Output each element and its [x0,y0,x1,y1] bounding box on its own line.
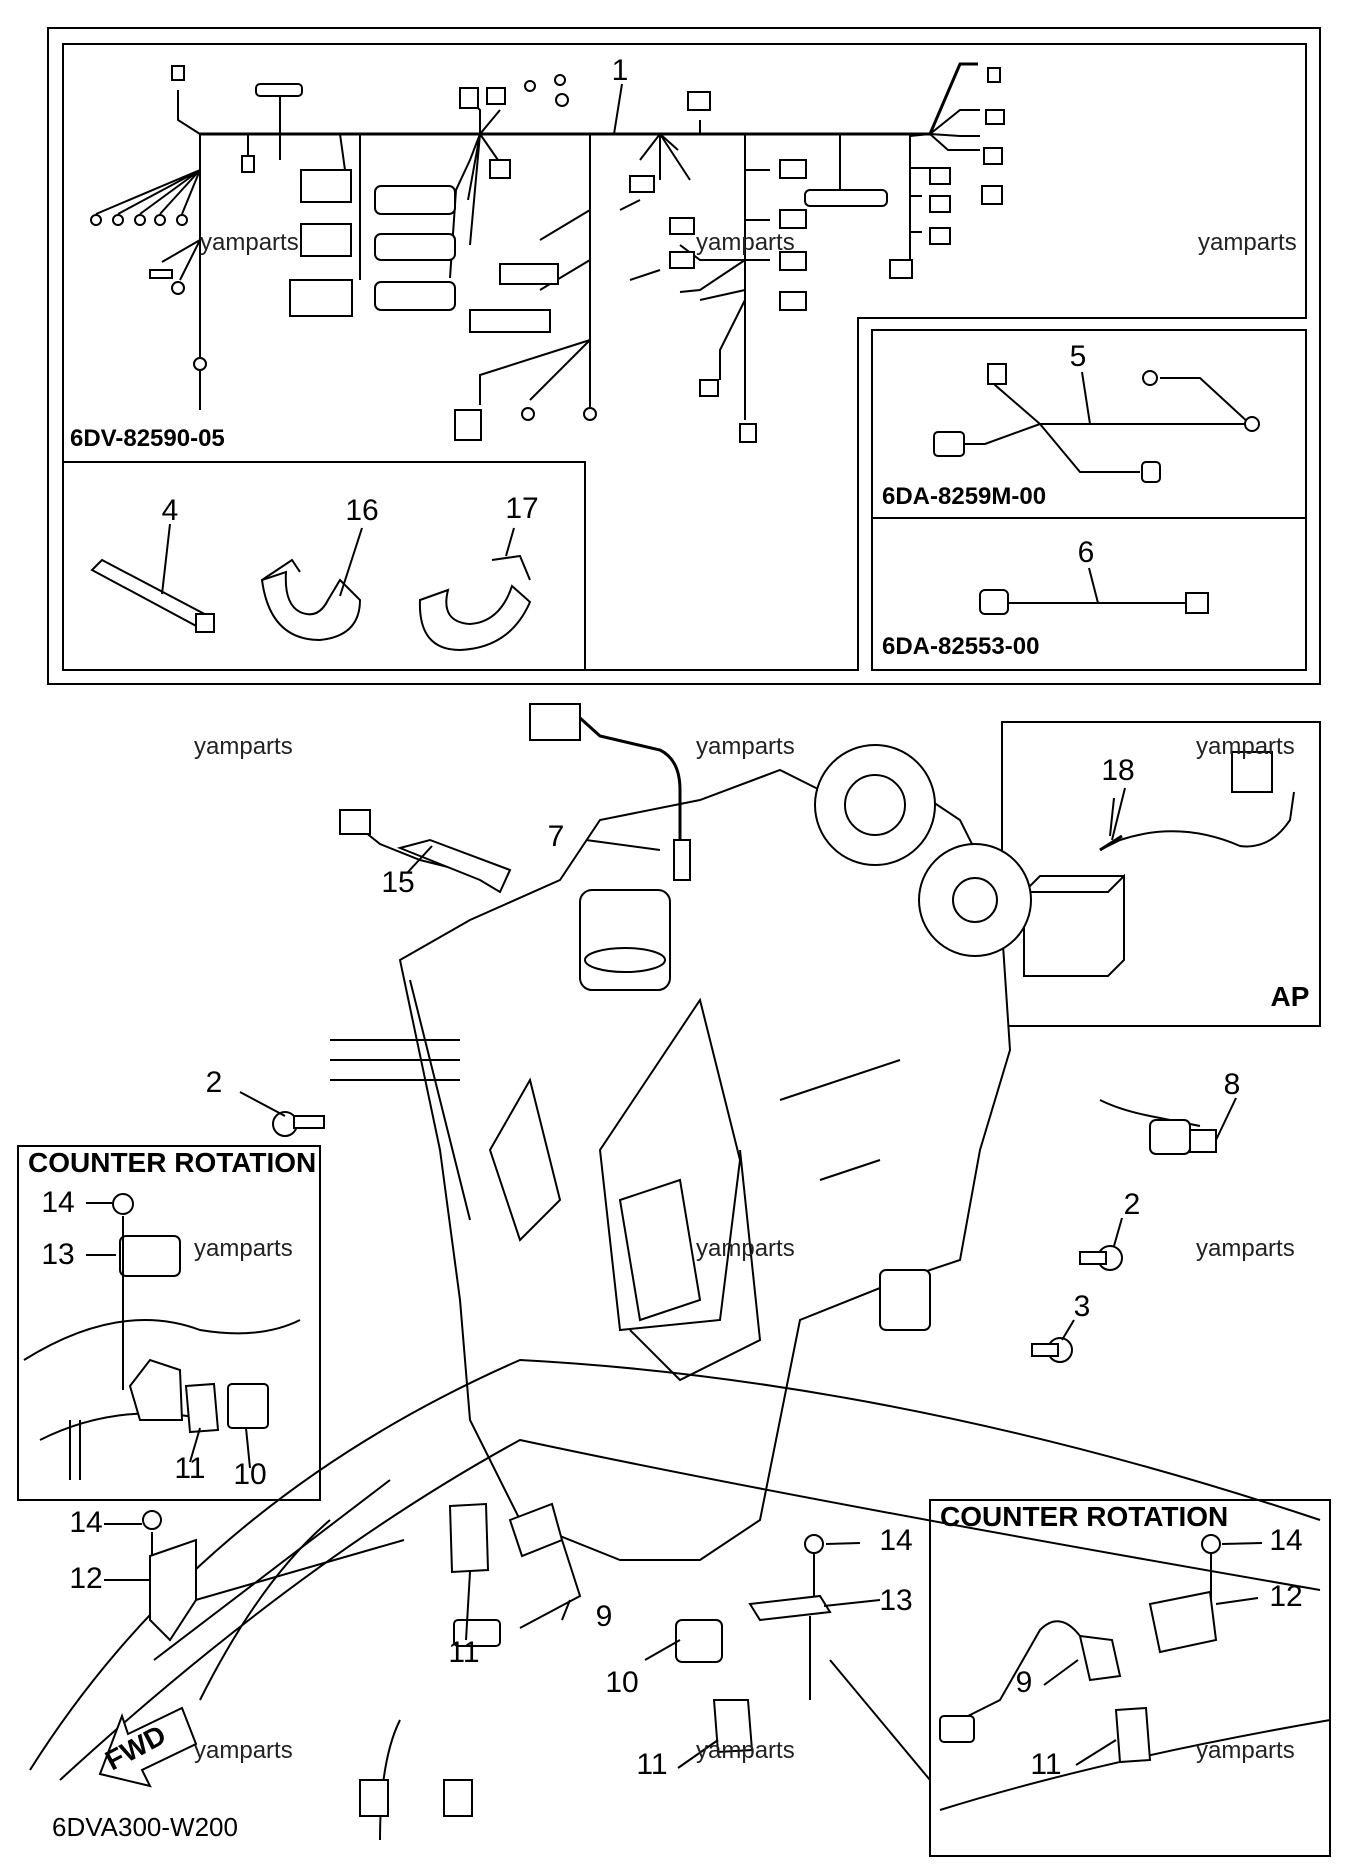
sub-code-6-label: 6DA-82553-00 [882,633,1039,660]
wiring-kit-panel [47,27,1321,685]
callout-12-b: 12 [1269,1580,1302,1613]
bolt-3-drawing [1031,1337,1073,1363]
callout-14-b: 14 [69,1506,102,1539]
watermark: yamparts [194,1737,293,1764]
ties-panel-border [62,461,586,671]
sub-harness-6-drawing [979,589,1209,615]
callout-5: 5 [1070,340,1087,373]
counter-rotation-left-panel [17,1145,321,1501]
ap-label: AP [1271,981,1310,1012]
pressure-sensor-8-drawing [1099,1099,1217,1155]
callout-17: 17 [505,492,538,525]
callout-11-c: 11 [636,1748,667,1781]
wire-harness-drawing [90,62,1005,443]
watermark: yamparts [696,1737,795,1764]
callout-13-b: 13 [879,1584,912,1617]
sub-harness-5-drawing [933,363,1260,483]
callout-14-d: 14 [1269,1524,1302,1557]
callout-14-c: 14 [879,1524,912,1557]
fwd-arrow: FWD [98,1706,198,1788]
watermark: yamparts [1196,1737,1295,1764]
leader-lines [86,83,1263,1769]
callout-11-d: 11 [1030,1748,1061,1781]
watermark: yamparts [696,1235,795,1262]
counter-rotation-left-border [17,1145,321,1501]
counter-rotation-right-border [929,1499,1331,1857]
callout-6: 6 [1078,536,1095,569]
callout-3: 3 [1074,1290,1091,1323]
callout-9-b: 9 [1016,1666,1033,1699]
callout-14-a: 14 [41,1186,74,1219]
watermark: yamparts [200,229,299,256]
callout-2-right: 2 [1124,1188,1141,1221]
callout-12-a: 12 [69,1562,102,1595]
counter-rotation-right-panel [929,1499,1331,1857]
callout-1: 1 [612,54,629,87]
callout-2-left: 2 [206,1066,223,1099]
callout-7: 7 [548,820,565,853]
callout-11-a: 11 [174,1452,205,1485]
watermark: yamparts [696,733,795,760]
counter-rotation-right-title: COUNTER ROTATION [940,1501,1228,1532]
fwd-arrow-shape [98,1706,198,1788]
callout-9-a: 9 [596,1600,613,1633]
harness-panel-border [62,43,1307,671]
harness-code-label: 6DV-82590-05 [70,425,225,452]
watermark: yamparts [696,229,795,256]
watermark: yamparts [1198,229,1297,256]
cable-tie-4-drawing [90,558,215,633]
callout-16: 16 [345,494,378,527]
callout-15: 15 [381,866,414,899]
callout-4: 4 [162,494,179,527]
temp-sensor-7-drawing [529,703,691,881]
watermark: yamparts [194,733,293,760]
engine-block-drawing [29,744,1321,1781]
callout-8: 8 [1224,1068,1241,1101]
kit-outer-border [47,27,1321,685]
clamp-17-drawing [418,554,532,652]
watermark: yamparts [1196,733,1295,760]
watermark: yamparts [1196,1235,1295,1262]
callout-10-a: 10 [233,1458,266,1491]
callout-18: 18 [1101,754,1134,787]
counter-rotation-left-title: COUNTER ROTATION [28,1147,316,1178]
bolt-2-left-drawing [272,1111,325,1137]
sub-code-5-label: 6DA-8259M-00 [882,483,1046,510]
callout-10-b: 10 [605,1666,638,1699]
sub-harness-6-panel [871,517,1307,671]
callout-13-a: 13 [41,1238,74,1271]
watermark: yamparts [194,1235,293,1262]
clamp-16-drawing [260,558,362,642]
bolt-2-right-drawing [1079,1245,1123,1271]
catalog-code-label: 6DVA300-W200 [52,1812,238,1842]
knock-sensor-15-drawing [339,809,512,894]
callout-11-b: 11 [448,1636,479,1669]
lower-parts-drawing [142,1479,931,1841]
